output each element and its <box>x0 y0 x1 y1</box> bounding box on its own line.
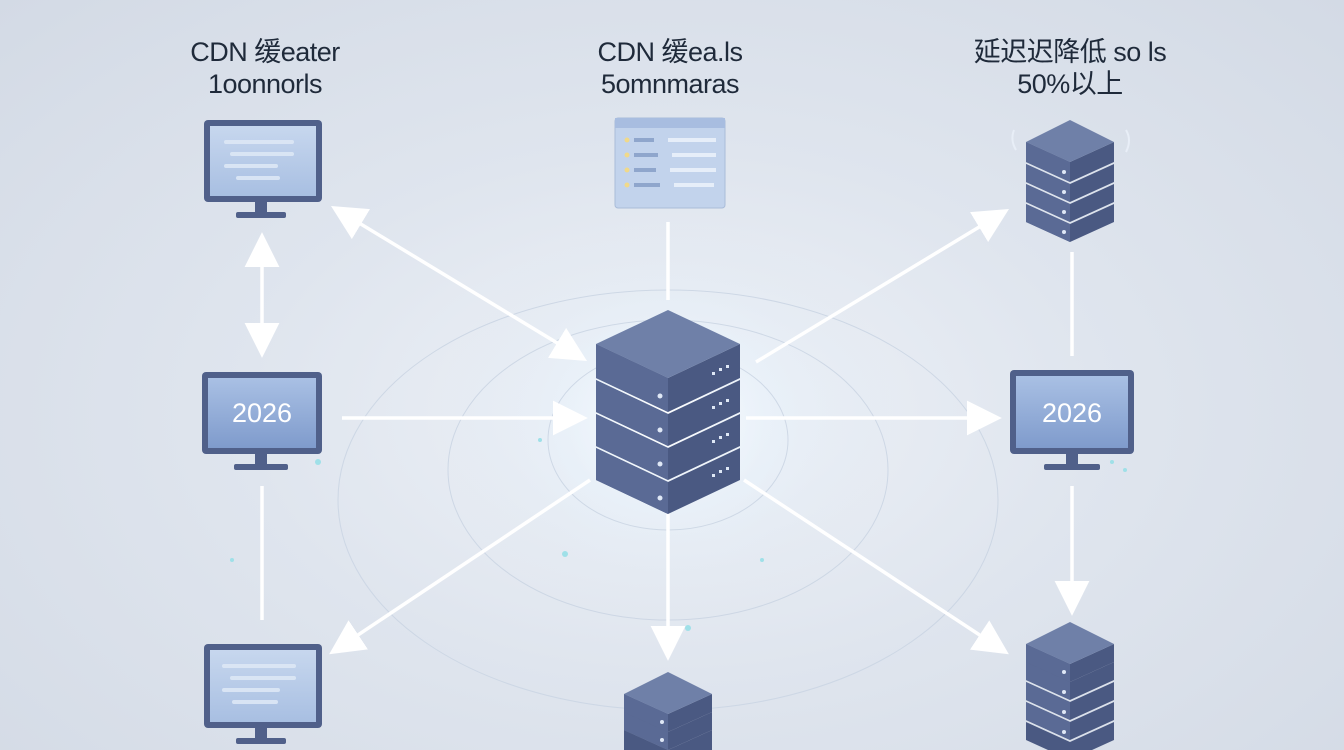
dashboard-panel <box>614 117 726 209</box>
central-server-stack <box>596 310 740 514</box>
label-right-line1: 延迟迟降低 so ls <box>973 37 1167 67</box>
label-latency-reduction: 延迟迟降低 so ls 50%以上 <box>925 36 1215 100</box>
server-unit-1 <box>596 310 740 412</box>
server-unit-3 <box>596 414 740 480</box>
label-center-line2: 5omnmaras <box>600 69 740 99</box>
label-cdn-cache-left: CDN 缓eater 1oonnorls <box>150 36 380 100</box>
label-left-line2: 1oonnorls <box>207 69 323 99</box>
monitor-left-year: 2026 <box>232 398 292 428</box>
label-left-line1: CDN 缓eater <box>190 37 340 67</box>
monitor-top-left <box>204 120 322 218</box>
server-unit-2 <box>596 380 740 446</box>
server-stack-bottom-center <box>624 672 712 750</box>
label-right-line2: 50%以上 <box>1017 69 1123 99</box>
arrow-center-to-top-right <box>755 208 1009 364</box>
server-stack-bottom-right <box>1026 622 1114 750</box>
sparkle-dots <box>230 438 1127 631</box>
label-cdn-cache-center: CDN 缓ea.ls 5omnmaras <box>555 36 785 100</box>
connection-arrows <box>244 205 1090 661</box>
monitor-right-year: 2026 <box>1042 398 1102 428</box>
server-unit-4 <box>596 448 740 514</box>
monitor-right-2026 <box>1010 370 1134 470</box>
monitor-left-2026 <box>202 372 322 470</box>
arrow-center-to-bottom-right <box>743 478 1009 655</box>
arrow-center-to-top-left <box>331 205 587 362</box>
label-center-line1: CDN 缓ea.ls <box>597 37 743 67</box>
server-stack-top-right <box>1011 120 1130 242</box>
arrow-center-to-bottom-left <box>329 478 591 655</box>
monitor-bottom-left <box>204 644 322 744</box>
